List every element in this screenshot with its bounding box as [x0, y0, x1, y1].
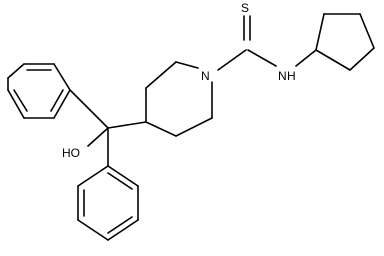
piperidine-ring: [145, 61, 213, 137]
cyclopentyl-ring: [295, 13, 375, 71]
sulfur-label: S: [241, 1, 249, 15]
ring-nitrogen-label: N: [201, 69, 210, 83]
thiourea-bonds: [217, 15, 277, 71]
phenyl-ring-top: [7, 63, 71, 119]
hydroxyl-label: HO: [62, 146, 80, 160]
phenyl-ring-bottom: [77, 165, 139, 241]
amide-nitrogen-label: N: [278, 69, 287, 83]
amide-hydrogen-label: H: [287, 69, 296, 83]
central-carbon-bonds: [69, 89, 147, 167]
